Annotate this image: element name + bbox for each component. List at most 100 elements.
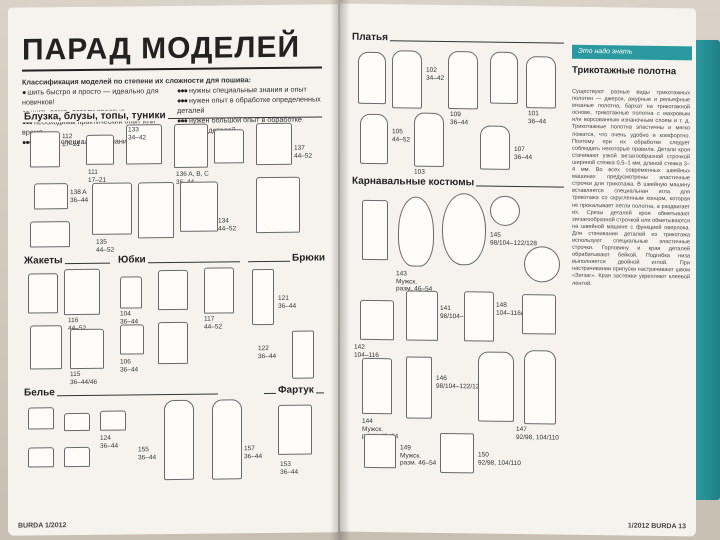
sidebar-body-text: Существуют разные виды трикотажных полот… (572, 88, 690, 287)
garment-illustration (86, 134, 114, 165)
garment-illustration (100, 410, 126, 431)
title-underline (22, 66, 322, 72)
section-title-dresses: Платья (350, 31, 390, 44)
costume-illustration (478, 351, 514, 422)
garment-illustration (64, 268, 100, 316)
costume-illustration (362, 357, 392, 415)
garment-illustration (256, 176, 300, 234)
garment-illustration (164, 399, 194, 481)
costume-illustration (442, 192, 486, 266)
legend-item: ●шить быстро и просто — идеально для нов… (22, 86, 159, 107)
garment-illustration (292, 330, 314, 379)
garment-illustration (180, 181, 218, 232)
garment-illustration (204, 267, 234, 314)
section-title-jackets: Жакеты (22, 255, 65, 267)
garment-illustration (34, 183, 68, 210)
garment-illustration (30, 131, 60, 168)
garment-illustration (158, 269, 188, 311)
costume-illustration (524, 246, 560, 283)
garment-illustration (448, 51, 478, 110)
garment-illustration (212, 399, 242, 480)
right-page-footer: 1/2012 BURDA 13 (627, 522, 686, 531)
garment-illustration (30, 221, 70, 248)
garment-illustration (214, 129, 244, 164)
costume-illustration (406, 356, 432, 419)
garment-illustration (30, 325, 62, 370)
section-title-carnival: Карнавальные костюмы (350, 175, 477, 189)
garment-illustration (480, 125, 510, 170)
garment-illustration (28, 273, 58, 314)
garment-illustration (92, 182, 132, 235)
section-title-blouses: Блузка, блузы, топы, туники (22, 110, 168, 123)
garment-illustration (120, 276, 142, 309)
garment-illustration (120, 324, 144, 355)
garment-illustration (358, 51, 386, 105)
page-edge-tab (696, 40, 720, 500)
costume-illustration (440, 432, 474, 474)
garment-illustration (28, 447, 54, 468)
garment-illustration (392, 50, 422, 109)
garment-illustration (360, 113, 388, 165)
section-title-skirts: Юбки (116, 254, 148, 266)
costume-illustration (490, 195, 520, 227)
garment-illustration (490, 51, 518, 104)
left-page-footer: BURDA 1/2012 (18, 522, 67, 530)
costume-illustration (364, 433, 396, 469)
magazine-left-page: ПАРАД МОДЕЛЕЙ Классификация моделей по с… (8, 4, 338, 536)
garment-illustration (138, 181, 174, 239)
section-title-lingerie: Белье (22, 387, 57, 399)
garment-illustration (158, 321, 188, 365)
garment-illustration (64, 446, 90, 468)
garment-illustration (28, 407, 54, 430)
page-title: ПАРАД МОДЕЛЕЙ (22, 30, 301, 67)
costume-illustration (524, 350, 556, 425)
garment-illustration (278, 404, 312, 455)
costume-illustration (406, 290, 438, 341)
legend-item: ●●●нужен опыт в обработке определенных д… (177, 94, 321, 115)
costume-illustration (398, 196, 434, 267)
section-title-trousers: Брюки (290, 252, 327, 264)
garment-illustration (174, 123, 208, 168)
costume-illustration (360, 299, 394, 341)
garment-illustration (526, 56, 556, 109)
garment-illustration (414, 112, 444, 167)
garment-illustration (70, 328, 104, 370)
costume-illustration (522, 294, 556, 335)
garment-illustration (252, 268, 274, 326)
garment-illustration (64, 412, 90, 432)
magazine-spine-shadow (330, 0, 350, 540)
section-title-apron: Фартук (276, 384, 316, 396)
sidebar-heading: Трикотажные полотна (572, 64, 677, 78)
garment-illustration (256, 122, 292, 166)
costume-illustration (464, 291, 494, 342)
